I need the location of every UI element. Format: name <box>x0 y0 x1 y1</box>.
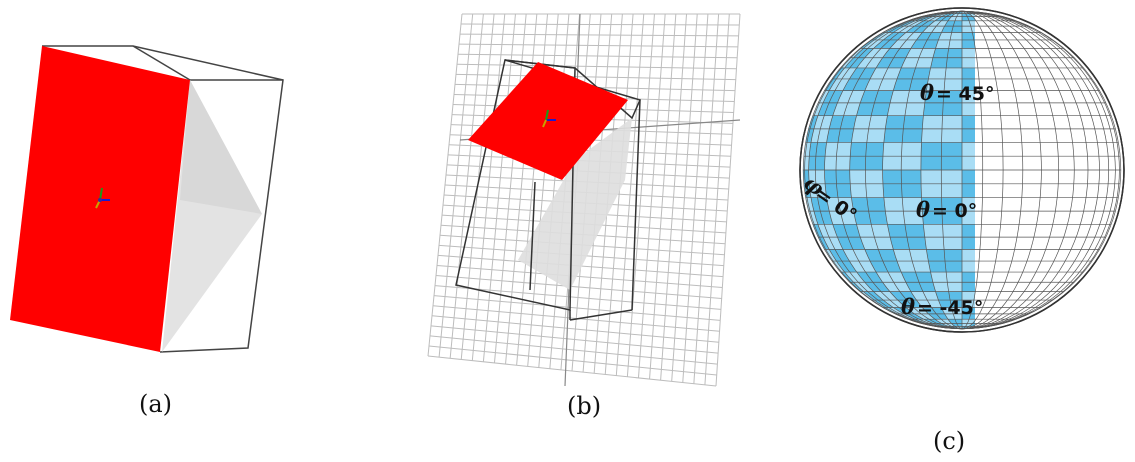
panel-c: θ = 45° θ = 0° θ = -45° φ = 0° (c) <box>780 0 1135 462</box>
svg-text:= 45°: = 45° <box>936 83 994 105</box>
panel-b: (b) <box>400 0 760 462</box>
axis-gizmo-icon <box>542 109 556 128</box>
panel-c-sphere: θ = 45° θ = 0° θ = -45° φ = 0° <box>799 7 1125 333</box>
shadow-prism-face <box>180 80 262 214</box>
caption-c: (c) <box>933 427 966 455</box>
svg-text:θ: θ <box>920 80 934 105</box>
shadow-prism <box>518 118 632 290</box>
svg-text:= 0°: = 0° <box>932 200 977 222</box>
panel-a-diagram <box>10 45 284 353</box>
panel-a: (a) <box>0 0 300 462</box>
box-edge <box>132 45 191 81</box>
caption-b: (b) <box>567 392 602 420</box>
panel-b-diagram <box>427 13 741 387</box>
svg-text:= -45°: = -45° <box>917 297 983 319</box>
axis-gizmo-icon <box>95 187 110 209</box>
svg-text:θ: θ <box>916 197 930 222</box>
svg-text:θ: θ <box>901 294 915 319</box>
label-theta-0: θ = 0° <box>916 197 977 222</box>
caption-a: (a) <box>139 390 173 418</box>
label-theta-45: θ = 45° <box>920 80 994 105</box>
sphere-mesh <box>802 10 1122 330</box>
label-theta-neg45: θ = -45° <box>901 294 983 319</box>
